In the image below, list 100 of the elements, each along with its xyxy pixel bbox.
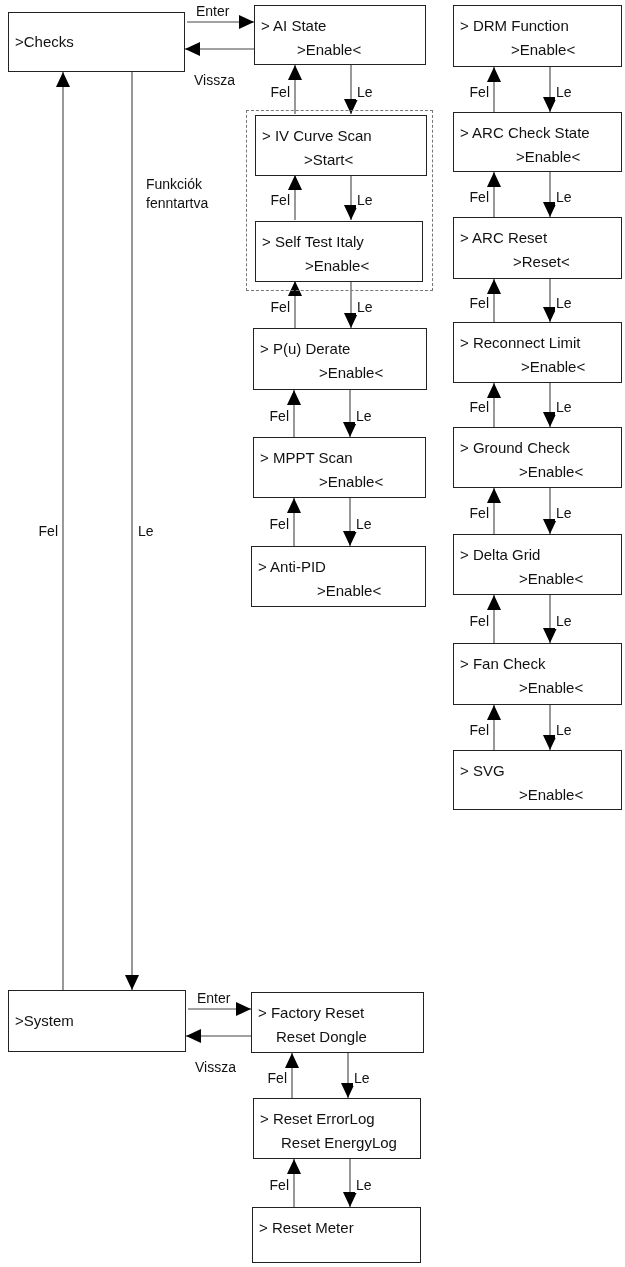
arrow	[287, 497, 301, 547]
edge-label: Fel	[268, 1177, 290, 1193]
menu-box	[251, 546, 426, 607]
menu-item-title: > P(u) Derate	[260, 340, 351, 358]
menu-box	[255, 221, 423, 282]
edge-label: Enter	[195, 3, 231, 19]
edge-label: Fel	[268, 407, 290, 424]
edge-label: Fel	[468, 294, 490, 311]
arrow	[343, 497, 357, 547]
menu-item-title: > Factory Reset	[258, 1004, 365, 1022]
edge-label: Fel	[468, 399, 490, 415]
arrow	[185, 1029, 252, 1043]
edge-label: Fel	[468, 188, 490, 205]
menu-box	[252, 1207, 421, 1263]
menu-item-value: >Enable<	[519, 570, 584, 588]
menu-box	[8, 990, 186, 1052]
arrow	[344, 64, 358, 115]
arrow	[186, 15, 255, 29]
edge-label: Le	[137, 523, 155, 539]
menu-item-title: > Delta Grid	[460, 546, 541, 564]
menu-box	[254, 5, 426, 65]
menu-item-value: >Enable<	[317, 582, 382, 600]
menu-box	[453, 5, 622, 67]
menu-item-title: > Fan Check	[460, 655, 546, 673]
edge-label: Le	[555, 613, 573, 629]
arrow	[487, 704, 501, 751]
edge-label: Fel	[468, 721, 490, 738]
arrow	[341, 1052, 355, 1099]
edge-label: Le	[355, 516, 373, 532]
edge-label: Enter	[196, 990, 232, 1006]
menu-box	[255, 115, 427, 176]
menu-item-title: > Reset Meter	[259, 1219, 354, 1237]
edge-label: Fel	[468, 505, 490, 521]
arrow	[487, 171, 501, 218]
menu-item-title: > Self Test Italy	[262, 233, 364, 251]
arrow	[487, 487, 501, 535]
edge-label: Fel	[269, 83, 291, 100]
menu-box	[253, 1098, 421, 1159]
menu-item-value: >Enable<	[521, 358, 586, 376]
arrow	[487, 382, 501, 428]
menu-box	[8, 12, 185, 72]
edge-label: Fel	[266, 1069, 288, 1086]
arrow	[543, 66, 557, 113]
menu-item-value: >Start<	[304, 151, 354, 169]
menu-box	[453, 750, 622, 810]
arrow	[287, 389, 301, 438]
group-caption: Funkciók fenntartva	[146, 175, 210, 213]
menu-box	[453, 427, 622, 488]
arrow	[343, 389, 357, 438]
edge-label: Fel	[269, 298, 291, 315]
arrow	[56, 71, 70, 991]
menu-item-title: > ARC Check State	[460, 124, 590, 142]
edge-label: Fel	[468, 613, 490, 629]
menu-item-title: > SVG	[460, 762, 505, 780]
arrow	[288, 64, 302, 115]
menu-item-value: >Enable<	[319, 473, 384, 491]
menu-item-title: > MPPT Scan	[260, 449, 353, 467]
arrow	[487, 278, 501, 323]
arrow	[187, 1002, 252, 1016]
arrow	[344, 174, 358, 221]
arrow	[543, 704, 557, 751]
arrow	[543, 594, 557, 644]
menu-item-title: >System	[15, 1012, 74, 1030]
edge-label: Le	[555, 399, 573, 415]
menu-item-value: >Enable<	[516, 148, 581, 166]
arrow	[487, 594, 501, 644]
arrow	[344, 280, 358, 329]
menu-item-value: >Enable<	[519, 679, 584, 697]
menu-item-value: >Enable<	[305, 257, 370, 275]
menu-box	[453, 217, 622, 279]
menu-box	[453, 322, 622, 383]
arrow	[288, 174, 302, 221]
menu-box	[253, 328, 427, 390]
arrow	[487, 66, 501, 113]
menu-item-title: > Reconnect Limit	[460, 334, 581, 352]
edge-label: Le	[555, 505, 573, 521]
edge-label: Fel	[268, 516, 290, 532]
arrow	[543, 382, 557, 428]
arrow	[285, 1052, 299, 1099]
menu-item-title: >Checks	[15, 33, 74, 51]
dashed-group-box	[246, 110, 433, 291]
menu-item-value: Reset Dongle	[276, 1028, 367, 1046]
menu-item-value: >Enable<	[319, 364, 384, 382]
arrow	[184, 42, 255, 56]
menu-item-value: >Enable<	[519, 786, 584, 804]
arrow	[543, 278, 557, 323]
menu-box	[453, 534, 622, 595]
menu-box	[253, 437, 426, 498]
menu-item-value: Reset EnergyLog	[281, 1134, 397, 1152]
arrow	[288, 280, 302, 329]
menu-item-value: >Enable<	[297, 41, 362, 59]
menu-box	[453, 112, 622, 172]
menu-box	[453, 643, 622, 705]
menu-item-title: > Anti-PID	[258, 558, 326, 576]
menu-item-title: > Reset ErrorLog	[260, 1110, 375, 1128]
edge-label: Fel	[37, 523, 59, 539]
menu-item-title: > IV Curve Scan	[262, 127, 372, 145]
arrow	[343, 1158, 357, 1208]
menu-item-title: > AI State	[261, 17, 327, 35]
edge-label: Fel	[269, 191, 291, 208]
